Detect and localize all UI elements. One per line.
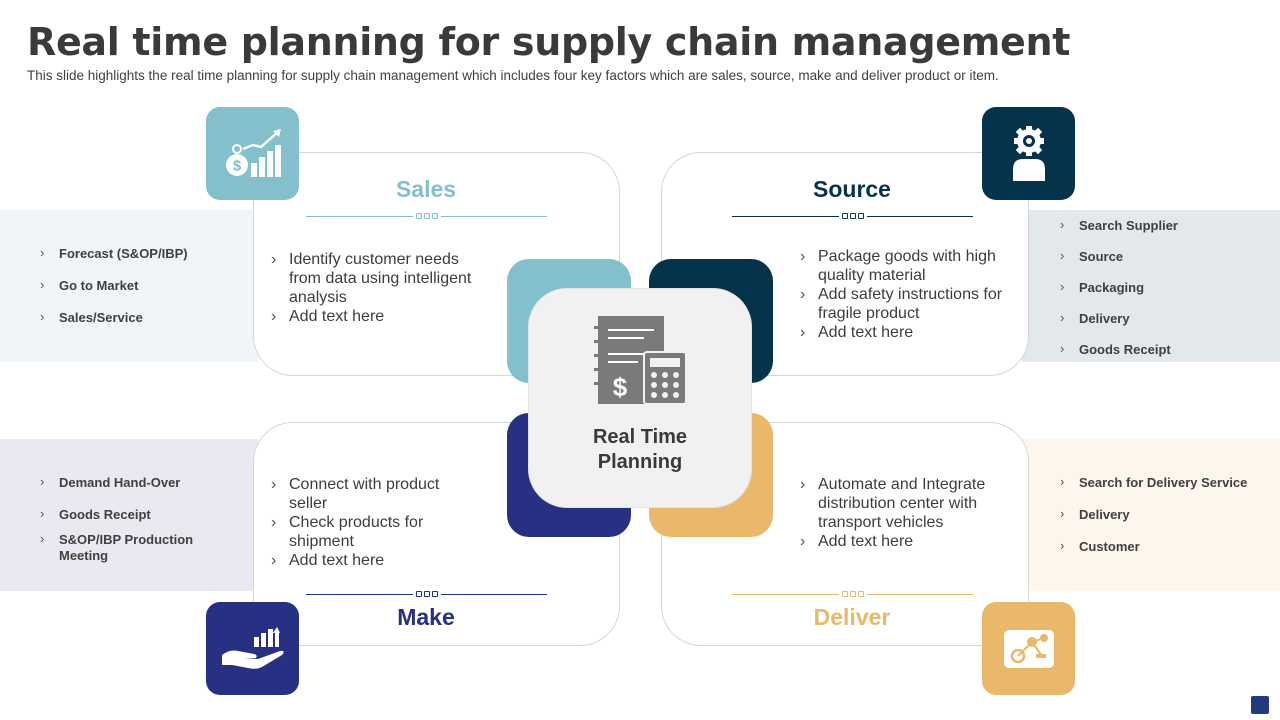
sales-bullet: Identify customer needs from data using … — [271, 250, 476, 307]
source-bullet: Add safety instructions for fragile prod… — [800, 285, 1015, 323]
page-title: Real time planning for supply chain mana… — [27, 20, 1071, 64]
source-side-item: Search Supplier — [1060, 217, 1178, 233]
make-title: Make — [397, 604, 455, 630]
make-divider — [306, 591, 547, 597]
gear-head-person-icon — [1012, 125, 1045, 181]
deliver-title: Deliver — [813, 604, 891, 630]
deliver-divider — [732, 591, 973, 597]
sales-side-item: Go to Market — [40, 277, 188, 293]
make-side-band: Demand Hand-Over Goods Receipt S&OP/IBP … — [0, 439, 258, 591]
sales-bullet: Add text here — [271, 307, 476, 326]
make-bullet: Connect with product seller — [271, 475, 471, 513]
planning-calculator-icon: $ — [594, 316, 687, 405]
corner-marker — [1251, 696, 1269, 714]
center-label-line2: Planning — [597, 451, 683, 473]
source-side-item: Goods Receipt — [1060, 341, 1178, 357]
deliver-side-band: Search for Delivery Service Delivery Cus… — [1022, 439, 1280, 591]
make-bullet: Add text here — [271, 551, 471, 570]
deliver-side-item: Customer — [1060, 538, 1247, 554]
make-bullets: Connect with product seller Check produc… — [271, 475, 471, 570]
make-side-item: S&OP/IBP Production Meeting — [40, 531, 230, 564]
source-icon-box — [982, 107, 1075, 200]
page-subtitle: This slide highlights the real time plan… — [27, 68, 999, 83]
center-label: Real Time Planning — [529, 425, 751, 475]
source-side-item: Delivery — [1060, 310, 1178, 326]
center-hub: $ Real Time Planning — [529, 289, 751, 507]
sales-icon-box: $ — [206, 107, 299, 200]
deliver-side-item: Search for Delivery Service — [1060, 474, 1247, 490]
deliver-bullet: Automate and Integrate distribution cent… — [800, 475, 1000, 532]
make-side-item: Demand Hand-Over — [40, 474, 230, 490]
sales-title: Sales — [395, 176, 457, 202]
source-bullet: Add text here — [800, 323, 1015, 342]
sales-side-item: Forecast (S&OP/IBP) — [40, 245, 188, 261]
make-bullet: Check products for shipment — [271, 513, 471, 551]
make-icon-box — [206, 602, 299, 695]
center-label-line1: Real Time — [592, 426, 688, 448]
source-divider — [732, 213, 973, 219]
deliver-side-item: Delivery — [1060, 506, 1247, 522]
deliver-bullets: Automate and Integrate distribution cent… — [800, 475, 1000, 551]
sales-side-item: Sales/Service — [40, 309, 188, 325]
source-side-item: Source — [1060, 248, 1178, 264]
svg-text:$: $ — [613, 372, 628, 402]
make-side-item: Goods Receipt — [40, 506, 230, 522]
svg-text:$: $ — [232, 157, 241, 174]
money-growth-chart-icon: $ — [225, 128, 281, 177]
sales-divider — [306, 213, 547, 219]
sales-side-band: Forecast (S&OP/IBP) Go to Market Sales/S… — [0, 210, 258, 362]
source-title: Source — [813, 176, 891, 202]
source-bullets: Package goods with high quality material… — [800, 247, 1015, 342]
source-bullet: Package goods with high quality material — [800, 247, 1015, 285]
sales-bullets: Identify customer needs from data using … — [271, 250, 476, 326]
deliver-icon-box — [982, 602, 1075, 695]
source-side-item: Packaging — [1060, 279, 1178, 295]
hand-growth-chart-icon — [221, 626, 284, 669]
deliver-bullet: Add text here — [800, 532, 1000, 551]
source-side-band: Search Supplier Source Packaging Deliver… — [1022, 210, 1280, 362]
delivery-route-icon — [1003, 629, 1054, 668]
